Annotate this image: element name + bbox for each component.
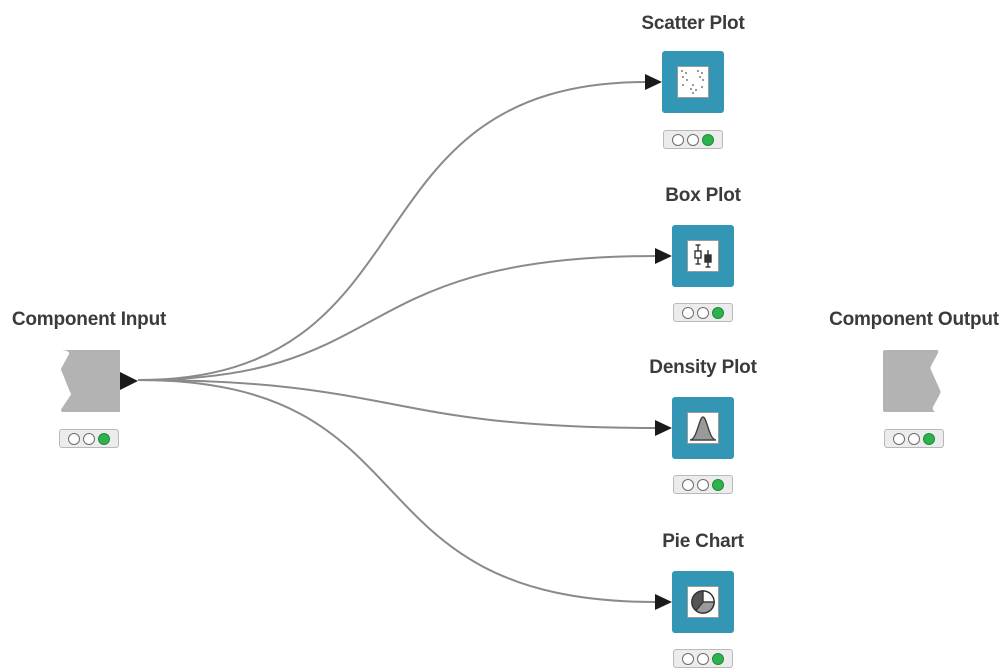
box-plot-node[interactable] [672,225,734,287]
component-output-node[interactable] [883,350,945,412]
status-light-red [682,652,694,665]
scatter-plot-node[interactable] [662,51,724,113]
status-light-green [98,432,110,445]
density-plot-icon [687,412,719,444]
status-light-yellow [697,652,709,665]
status-light-yellow [908,432,920,445]
box-plot-in-port[interactable] [655,248,672,264]
component-input-status [59,429,119,448]
box-plot-status [673,303,733,322]
scatter-plot-in-port[interactable] [645,74,662,90]
component-output-label: Component Output [829,309,999,330]
status-light-red [893,432,905,445]
scatter-plot-status [663,130,723,149]
density-plot-status [673,475,733,494]
status-light-yellow [83,432,95,445]
status-light-green [712,478,724,491]
component-output-icon [883,350,941,412]
connection-to-box-plot[interactable] [137,255,657,381]
status-light-green [712,306,724,319]
pie-chart-node[interactable] [672,571,734,633]
scatter-plot-icon [677,66,709,98]
component-input-node[interactable] [58,350,138,412]
status-light-red [682,306,694,319]
box-plot-icon [687,240,719,272]
density-plot-label: Density Plot [649,357,757,378]
density-plot-node[interactable] [672,397,734,459]
pie-chart-icon [687,586,719,618]
connection-to-pie-chart[interactable] [137,379,657,603]
box-plot-label: Box Plot [665,185,741,206]
component-input-label: Component Input [11,309,167,330]
status-light-red [672,133,684,146]
connection-to-scatter-plot[interactable] [137,81,647,381]
status-light-green [923,432,935,445]
pie-chart-in-port[interactable] [655,594,672,610]
density-plot-in-port[interactable] [655,420,672,436]
status-light-red [68,432,80,445]
connection-to-density-plot[interactable] [137,379,657,429]
scatter-plot-label: Scatter Plot [641,13,745,34]
status-light-green [712,652,724,665]
pie-chart-status [673,649,733,668]
status-light-yellow [697,306,709,319]
pie-chart-label: Pie Chart [662,531,744,552]
status-light-yellow [697,478,709,491]
status-light-yellow [687,133,699,146]
component-input-icon [61,350,138,412]
status-light-red [682,478,694,491]
component-output-status [884,429,944,448]
status-light-green [702,133,714,146]
component-input-out-port [120,372,138,390]
